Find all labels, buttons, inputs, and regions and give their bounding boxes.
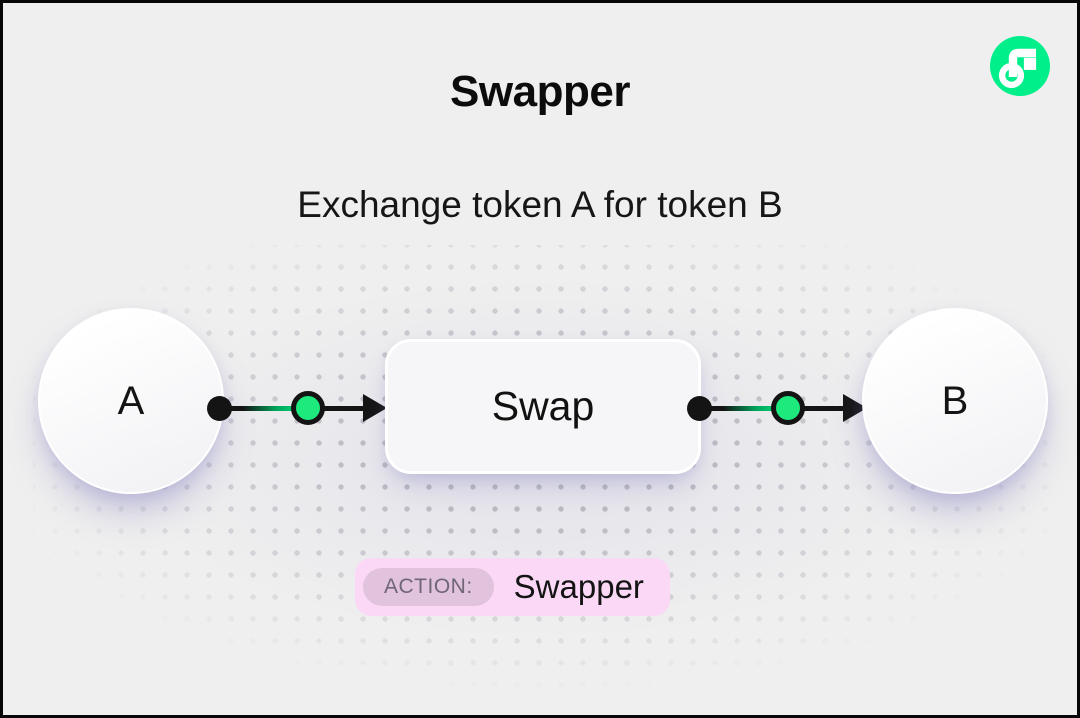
node-swap-label: Swap: [491, 383, 595, 429]
page-subtitle: Exchange token A for token B: [297, 184, 783, 225]
connector-swap-to-b: [687, 391, 867, 425]
connector-line: [322, 405, 367, 411]
action-badge: ACTION: Swapper: [355, 558, 670, 616]
action-label-pill: ACTION:: [363, 568, 494, 606]
green-port-icon: [771, 391, 805, 425]
green-port-icon: [291, 391, 325, 425]
node-token-b: B: [862, 308, 1048, 494]
connector-line: [699, 405, 779, 411]
arrowhead-icon: [363, 394, 387, 422]
connector-a-to-swap: [207, 391, 387, 425]
action-label: ACTION:: [384, 575, 473, 598]
action-value: Swapper: [513, 568, 644, 605]
flow-logo-icon: [990, 36, 1050, 96]
node-token-a: A: [38, 308, 224, 494]
connector-line: [219, 405, 299, 411]
connector-line: [802, 405, 847, 411]
node-token-b-label: B: [941, 378, 969, 423]
node-token-a-label: A: [117, 378, 145, 423]
page-title: Swapper: [450, 67, 630, 116]
node-swap: Swap: [385, 339, 701, 474]
